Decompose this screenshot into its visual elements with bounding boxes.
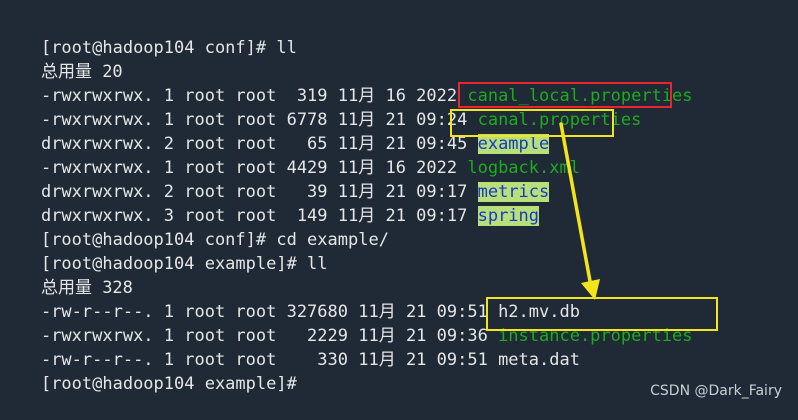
file-meta: drwxrwxrwx. 2 root root 39 11月 21 09:17 (40, 182, 478, 202)
terminal-line: [root@hadoop104 example]# (0, 348, 297, 394)
annotation-box-yellow-example (450, 109, 614, 137)
filename-logback-xml: logback.xml (467, 158, 580, 178)
annotation-box-red (458, 82, 672, 108)
file-meta: -rwxrwxrwx. 1 root root 6778 11月 21 09:2… (40, 110, 478, 130)
dirname-spring: spring (477, 206, 540, 226)
terminal-line: drwxrwxrwx. 2 root root 39 11月 21 09:17 … (0, 156, 550, 202)
terminal-line: drwxrwxrwx. 3 root root 149 11月 21 09:17… (0, 180, 540, 226)
file-meta: -rwxrwxrwx. 1 root root 4429 11月 16 2022 (40, 158, 468, 178)
filename-h2-mv-db: h2.mv.db (498, 302, 580, 322)
filename-canal-local-properties: canal_local.properties (467, 86, 693, 106)
terminal-line: drwxrwxrwx. 2 root root 65 11月 21 09:45 … (0, 108, 550, 154)
file-meta: -rwxrwxrwx. 1 root root 2229 11月 21 09:3… (40, 326, 499, 346)
terminal-line: -rw-r--r--. 1 root root 330 11月 21 09:51… (0, 324, 580, 370)
dirname-metrics: metrics (477, 182, 550, 202)
terminal-line: [root@hadoop104 example]# ll (0, 228, 328, 274)
terminal-line: -rw-r--r--. 1 root root 327680 11月 21 09… (0, 276, 580, 322)
terminal-window[interactable]: [root@hadoop104 conf]# ll 总用量 20 -rwxrwx… (0, 0, 798, 411)
terminal-line: -rwxrwxrwx. 1 root root 6778 11月 21 09:2… (0, 84, 641, 130)
file-meta: -rw-r--r--. 1 root root 327680 11月 21 09… (40, 302, 499, 322)
file-meta: -rw-r--r--. 1 root root 330 11月 21 09:51 (40, 350, 499, 370)
annotation-box-yellow-instance (486, 297, 718, 331)
file-meta: drwxrwxrwx. 3 root root 149 11月 21 09:17 (40, 206, 478, 226)
total-size-text: 总用量 20 (40, 62, 123, 82)
terminal-line: [root@hadoop104 conf]# cd example/ (0, 204, 389, 250)
terminal-line: [root@hadoop104 conf]# ll (0, 12, 297, 58)
command-prompt: [root@hadoop104 example]# (40, 374, 297, 394)
terminal-line: -rwxrwxrwx. 1 root root 319 11月 16 2022 … (0, 60, 693, 106)
filename-meta-dat: meta.dat (498, 350, 580, 370)
terminal-line: 总用量 328 (0, 252, 133, 298)
dirname-example: example (477, 134, 550, 154)
terminal-line: 总用量 20 (0, 36, 123, 82)
command-text: [root@hadoop104 conf]# cd example/ (40, 230, 389, 250)
file-meta: drwxrwxrwx. 2 root root 65 11月 21 09:45 (40, 134, 478, 154)
filename-canal-properties: canal.properties (477, 110, 642, 130)
watermark: CSDN @Dark_Fairy (650, 383, 782, 399)
command-text: [root@hadoop104 example]# ll (40, 254, 328, 274)
command-text: [root@hadoop104 conf]# ll (40, 38, 297, 58)
file-meta: -rwxrwxrwx. 1 root root 319 11月 16 2022 (40, 86, 468, 106)
terminal-line: -rwxrwxrwx. 1 root root 4429 11月 16 2022… (0, 132, 580, 178)
filename-instance-properties: instance.properties (498, 326, 693, 346)
terminal-line: -rwxrwxrwx. 1 root root 2229 11月 21 09:3… (0, 300, 693, 346)
total-size-text: 总用量 328 (40, 278, 133, 298)
